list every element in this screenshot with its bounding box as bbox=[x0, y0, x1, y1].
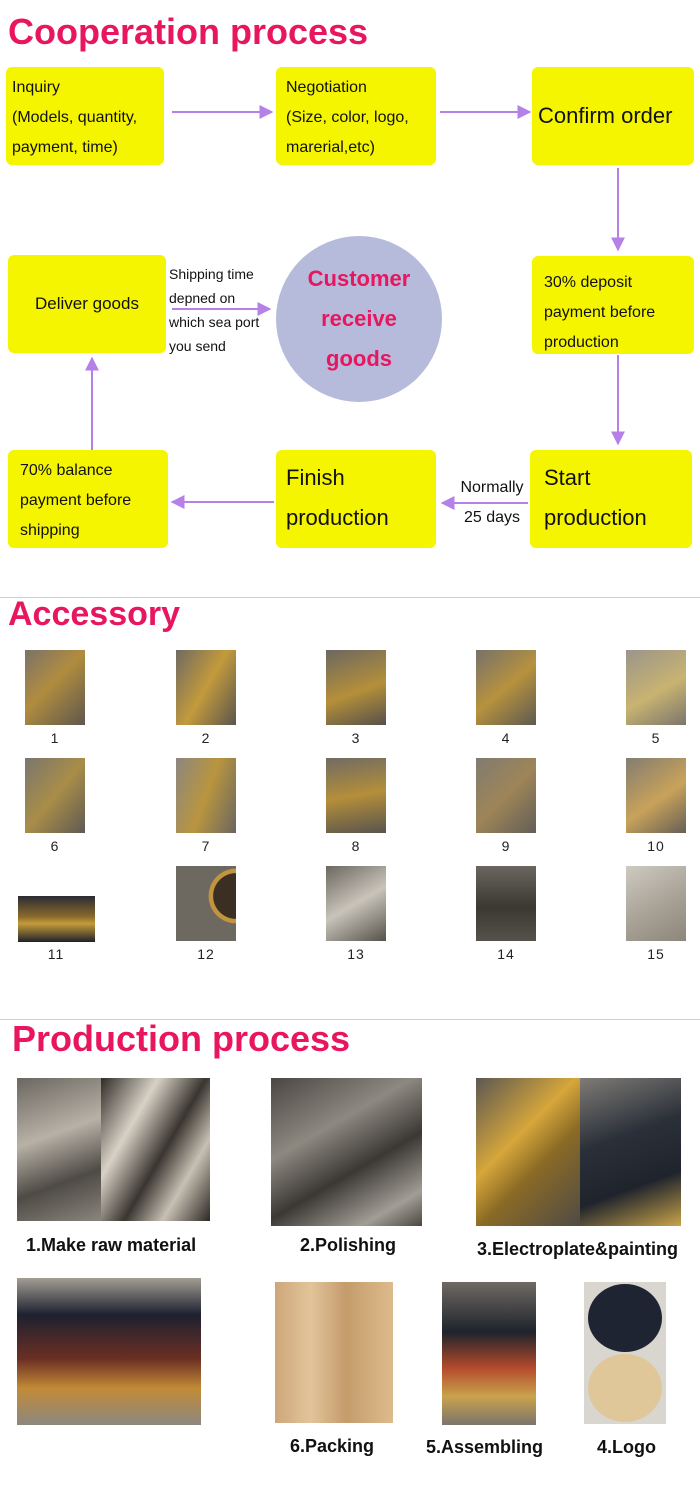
accessory-number-6: 6 bbox=[50, 838, 60, 854]
accessory-number-10: 10 bbox=[647, 838, 665, 854]
accessory-image-6 bbox=[25, 758, 85, 833]
flow-arrows bbox=[85, 105, 625, 510]
customer-line-3: goods bbox=[326, 346, 392, 371]
note-shipping-line-3: which sea port bbox=[169, 314, 260, 330]
accessory-number-1: 1 bbox=[50, 730, 60, 746]
step-finish-production-line-1: Finish bbox=[286, 465, 345, 490]
step-deposit-line-1: 30% deposit bbox=[544, 274, 633, 291]
photo-electroplate-right bbox=[580, 1078, 681, 1226]
step-negotiation: Negotiation (Size, color, logo, marerial… bbox=[276, 67, 436, 165]
production-title: Production process bbox=[12, 1018, 351, 1059]
caption-packing: 6.Packing bbox=[290, 1436, 375, 1456]
accessory-image-1 bbox=[25, 650, 85, 725]
note-shipping-line-2: depned on bbox=[169, 290, 236, 306]
accessory-image-11 bbox=[18, 896, 95, 942]
step-inquiry: Inquiry (Models, quantity, payment, time… bbox=[6, 67, 164, 165]
photo-logo bbox=[584, 1282, 666, 1424]
note-duration-line-2: 25 days bbox=[463, 509, 521, 526]
accessory-number-7: 7 bbox=[201, 838, 211, 854]
accessory-image-8 bbox=[326, 758, 386, 833]
step-deliver-goods: Deliver goods bbox=[8, 255, 166, 353]
accessory-image-2 bbox=[176, 650, 236, 725]
step-inquiry-line-1: Inquiry bbox=[12, 79, 61, 96]
photo-polishing bbox=[271, 1078, 422, 1226]
step-deposit-line-2: payment before bbox=[544, 304, 656, 321]
accessory-image-7 bbox=[176, 758, 236, 833]
step-balance-line-1: 70% balance bbox=[20, 462, 113, 479]
photo-assembled-chairs bbox=[17, 1278, 201, 1425]
customer-line-1: Customer bbox=[307, 266, 411, 291]
logo-dark-disc bbox=[588, 1284, 662, 1352]
divider-production bbox=[0, 1019, 700, 1020]
step-start-production-line-2: production bbox=[544, 505, 647, 530]
accessory-title: Accessory bbox=[8, 595, 181, 633]
step-deposit-line-3: production bbox=[544, 334, 619, 351]
caption-electroplate-painting: 3.Electroplate&painting bbox=[477, 1239, 679, 1259]
photo-assembling bbox=[442, 1282, 536, 1425]
accessory-number-9: 9 bbox=[501, 838, 511, 854]
step-confirm-order-label: Confirm order bbox=[538, 103, 673, 128]
accessory-image-14 bbox=[476, 866, 536, 941]
accessory-image-10 bbox=[626, 758, 686, 833]
step-deliver-goods-label: Deliver goods bbox=[35, 294, 139, 313]
note-duration-line-1: Normally bbox=[460, 479, 524, 496]
accessory-number-8: 8 bbox=[351, 838, 361, 854]
step-balance: 70% balance payment before shipping bbox=[8, 450, 168, 548]
accessory-image-13 bbox=[326, 866, 386, 941]
accessory-number-15: 15 bbox=[647, 946, 665, 962]
customer-line-2: receive bbox=[321, 306, 397, 331]
accessory-image-15 bbox=[626, 866, 686, 941]
caption-logo: 4.Logo bbox=[597, 1437, 656, 1457]
accessory-number-13: 13 bbox=[347, 946, 365, 962]
accessory-number-5: 5 bbox=[651, 730, 661, 746]
step-finish-production-line-2: production bbox=[286, 505, 389, 530]
step-finish-production: Finish production bbox=[276, 450, 436, 548]
photo-electroplate-left bbox=[476, 1078, 580, 1226]
accessory-number-12: 12 bbox=[197, 946, 215, 962]
logo-gold-disc bbox=[588, 1354, 662, 1422]
customer-receive-goods-circle: Customer receive goods bbox=[276, 236, 442, 402]
step-start-production: Start production bbox=[530, 450, 692, 548]
step-negotiation-line-1: Negotiation bbox=[286, 79, 367, 96]
step-balance-line-2: payment before bbox=[20, 492, 132, 509]
note-shipping-line-1: Shipping time bbox=[169, 266, 254, 282]
accessory-image-4 bbox=[476, 650, 536, 725]
note-production-duration: Normally 25 days bbox=[450, 473, 534, 533]
note-shipping-time: Shipping time depned on which sea port y… bbox=[169, 262, 259, 358]
step-start-production-line-1: Start bbox=[544, 465, 591, 490]
divider-accessory bbox=[0, 597, 700, 598]
accessory-number-2: 2 bbox=[201, 730, 211, 746]
step-negotiation-line-2: (Size, color, logo, bbox=[286, 109, 409, 126]
accessory-number-14: 14 bbox=[497, 946, 515, 962]
step-balance-line-3: shipping bbox=[20, 522, 80, 539]
accessory-image-3 bbox=[326, 650, 386, 725]
photo-raw-material-right bbox=[101, 1078, 210, 1221]
cooperation-title: Cooperation process bbox=[8, 11, 369, 52]
caption-make-raw-material: 1.Make raw material bbox=[26, 1235, 197, 1255]
accessory-image-12 bbox=[176, 866, 236, 941]
step-inquiry-line-2: (Models, quantity, bbox=[12, 109, 138, 126]
photo-packing bbox=[275, 1282, 393, 1423]
accessory-image-9 bbox=[476, 758, 536, 833]
accessory-number-3: 3 bbox=[351, 730, 361, 746]
note-shipping-line-4: you send bbox=[169, 338, 226, 354]
caption-assembling: 5.Assembling bbox=[426, 1437, 544, 1457]
step-deposit: 30% deposit payment before production bbox=[532, 256, 694, 354]
caption-polishing: 2.Polishing bbox=[300, 1235, 397, 1255]
photo-raw-material-left bbox=[17, 1078, 101, 1221]
step-inquiry-line-3: payment, time) bbox=[12, 139, 118, 156]
step-negotiation-line-3: marerial,etc) bbox=[286, 139, 375, 156]
accessory-image-5 bbox=[626, 650, 686, 725]
accessory-number-11: 11 bbox=[47, 946, 65, 962]
accessory-number-4: 4 bbox=[501, 730, 511, 746]
step-confirm-order: Confirm order bbox=[532, 67, 694, 165]
